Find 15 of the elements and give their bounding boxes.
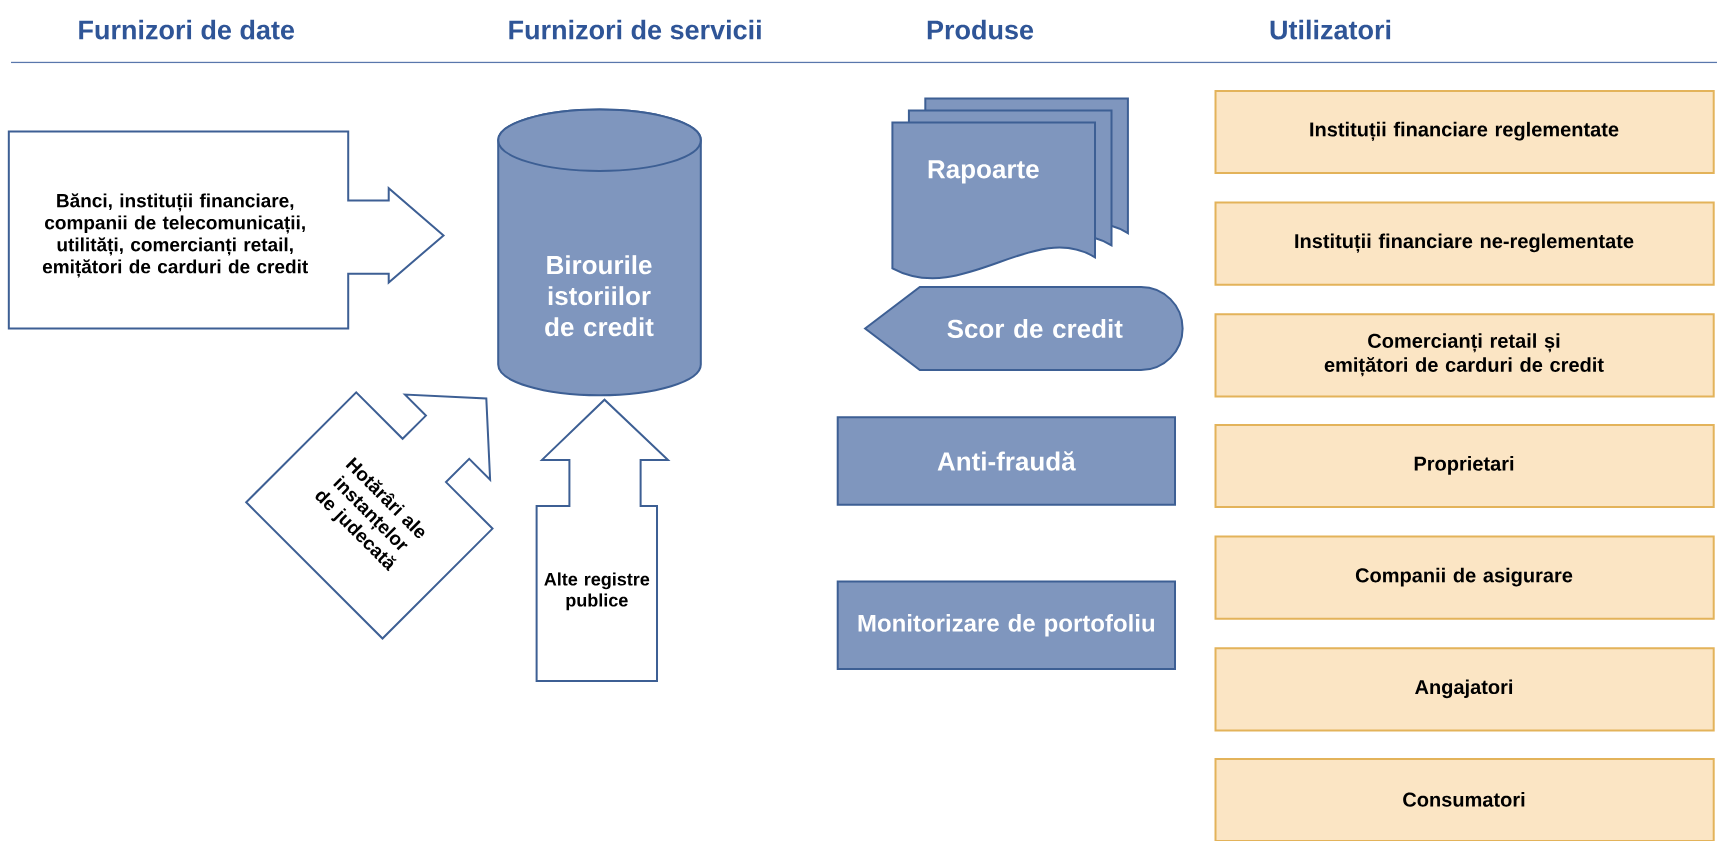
product-box: Monitorizare de portofoliu: [836, 580, 1176, 671]
user-box: Instituții financiare reglementate: [1214, 89, 1715, 174]
column-header: Furnizori de date: [79, 19, 295, 40]
document-stack: Rapoarte: [891, 97, 1129, 280]
user-box: Companii de asigurare: [1214, 535, 1715, 620]
user-box: Comercianți retail și emițători de carduri de credit: [1214, 313, 1715, 398]
product-box: Anti-fraudă: [836, 416, 1176, 506]
column-header: Produse: [927, 19, 1034, 40]
database-cylinder: Birourile istoriilor de credit: [497, 108, 702, 397]
user-box: Angajatori: [1214, 647, 1715, 732]
column-header: Utilizatori: [1270, 19, 1391, 40]
user-box: Consumatori: [1214, 757, 1715, 841]
user-box: Instituții financiare ne-reglementate: [1214, 201, 1715, 286]
column-header: Furnizori de servicii: [509, 19, 761, 40]
user-box: Proprietari: [1214, 423, 1715, 508]
